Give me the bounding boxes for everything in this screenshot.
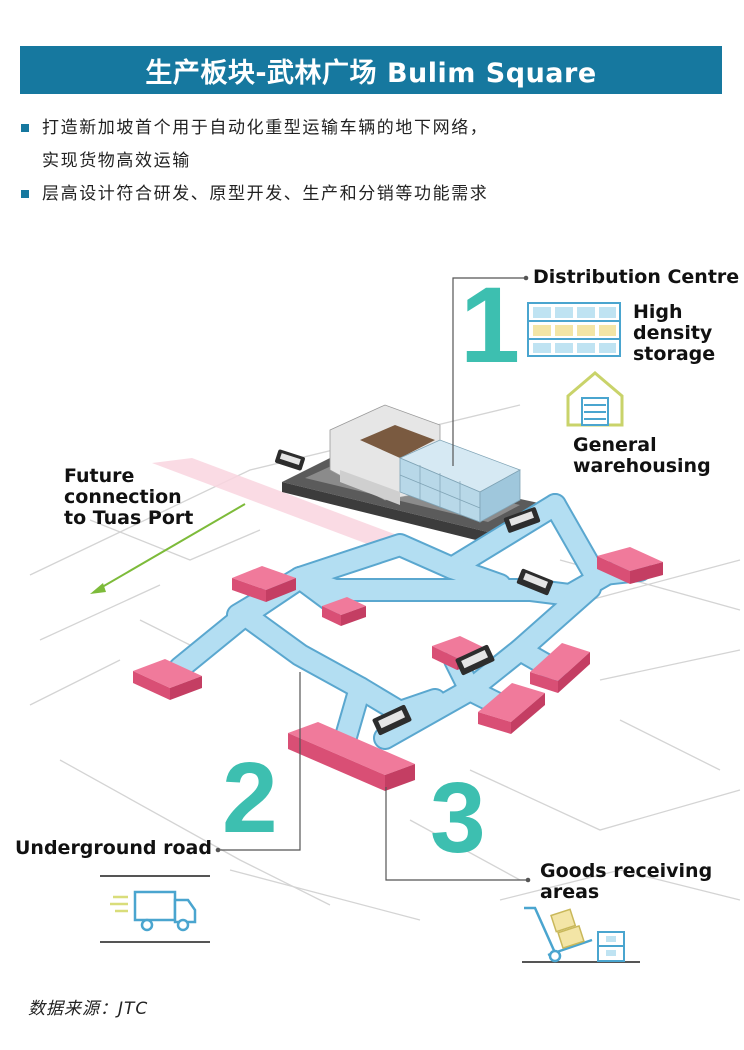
callout-number-2: 2: [222, 742, 278, 854]
page-title: 生产板块-武林广场 Bulim Square: [145, 57, 597, 89]
autonomous-vehicles: [275, 449, 554, 736]
callout-number-1: 1: [460, 264, 521, 385]
label-line: connection: [64, 486, 182, 508]
label-line: High: [633, 301, 683, 323]
future-connection-arrow: [90, 503, 246, 594]
label-line: areas: [540, 881, 600, 903]
bullet-item: 层高设计符合研发、原型开发、生产和分销等功能需求: [20, 178, 730, 211]
label-line: to Tuas Port: [64, 507, 194, 529]
bullet-square-icon: [21, 124, 29, 132]
receiving-block: [478, 683, 545, 734]
receiving-block: [232, 566, 296, 602]
receiving-block: [597, 547, 663, 584]
distribution-centre-building: [282, 404, 548, 546]
bullet-list: 打造新加坡首个用于自动化重型运输车辆的地下网络， 实现货物高效运输 层高设计符合…: [20, 112, 730, 211]
title-banner: 生产板块-武林广场 Bulim Square: [20, 46, 722, 94]
callout-number-3: 3: [430, 762, 486, 874]
vehicle-icon: [372, 704, 412, 736]
label-line: Goods receiving: [540, 860, 713, 882]
receiving-block: [288, 722, 415, 791]
receiving-areas: [133, 547, 663, 791]
underground-road-network: [168, 493, 652, 752]
shelving-icon: [527, 302, 621, 357]
truck-icon: [100, 875, 210, 943]
label-goods-receiving-areas: Goods receiving areas: [540, 861, 712, 903]
vehicle-icon: [503, 507, 541, 533]
leader-dot: [525, 877, 531, 883]
label-line: Future: [64, 465, 135, 487]
label-line: storage: [633, 343, 716, 365]
bullet-item: 打造新加坡首个用于自动化重型运输车辆的地下网络， 实现货物高效运输: [20, 112, 730, 178]
bullet-line: 层高设计符合研发、原型开发、生产和分销等功能需求: [42, 184, 489, 204]
hand-trolley-icon: [522, 906, 640, 963]
label-underground-road: Underground road: [15, 837, 212, 859]
receiving-block: [322, 597, 366, 626]
vehicle-icon: [275, 449, 305, 471]
label-general-warehousing: General warehousing: [573, 435, 711, 477]
receiving-block: [530, 643, 590, 693]
bullet-line: 实现货物高效运输: [42, 151, 191, 171]
label-line: warehousing: [573, 455, 711, 477]
leader-dot: [215, 847, 221, 853]
source-note: 数据来源：JTC: [28, 999, 149, 1019]
leader-dot: [523, 275, 529, 281]
label-high-density-storage: High density storage: [633, 302, 715, 365]
vehicle-icon: [516, 568, 554, 596]
vehicle-icon: [455, 644, 495, 676]
label-line: General: [573, 434, 657, 456]
label-line: density: [633, 322, 713, 344]
leader-lines: [216, 277, 528, 881]
warehouse-icon: [566, 371, 624, 427]
label-future-connection: Future connection to Tuas Port: [64, 466, 193, 529]
bullet-line: 打造新加坡首个用于自动化重型运输车辆的地下网络，: [42, 118, 489, 138]
label-distribution-centre: Distribution Centre: [533, 266, 740, 288]
receiving-block: [133, 659, 202, 700]
future-connection-strip: [152, 458, 450, 560]
bullet-square-icon: [21, 190, 29, 198]
